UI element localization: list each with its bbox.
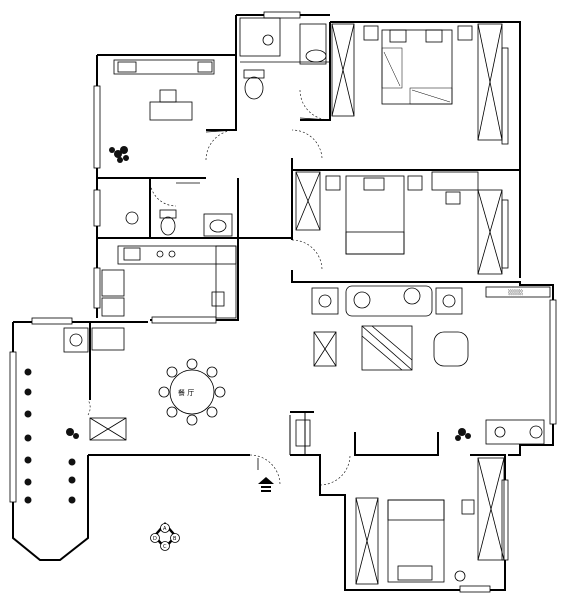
dining-area: 餐 厅 xyxy=(158,358,226,426)
plant-icon xyxy=(455,428,471,441)
plant-icon xyxy=(109,146,129,163)
kitchen xyxy=(101,245,237,319)
windows xyxy=(9,11,557,593)
small-bathroom xyxy=(125,209,233,237)
master-bedroom xyxy=(331,23,503,141)
compass-label-d: D xyxy=(153,536,157,542)
tv-cabinet-label: ░░░░ xyxy=(508,289,524,296)
compass-label-b: B xyxy=(173,536,177,542)
entrance-arrow-icon xyxy=(258,477,274,492)
dining-label: 餐 厅 xyxy=(178,388,194,397)
compass-label-c: C xyxy=(163,544,167,550)
compass-icon: A B C D xyxy=(150,522,180,551)
plant-row-icon xyxy=(24,368,79,504)
compass-label-a: A xyxy=(163,526,167,532)
living-room: ░░░░ xyxy=(311,285,551,371)
study-room xyxy=(109,59,215,163)
top-bathroom xyxy=(239,17,330,100)
doors xyxy=(87,89,351,486)
middle-bedroom xyxy=(295,171,503,275)
south-bedroom xyxy=(295,419,545,585)
balcony xyxy=(24,327,127,504)
